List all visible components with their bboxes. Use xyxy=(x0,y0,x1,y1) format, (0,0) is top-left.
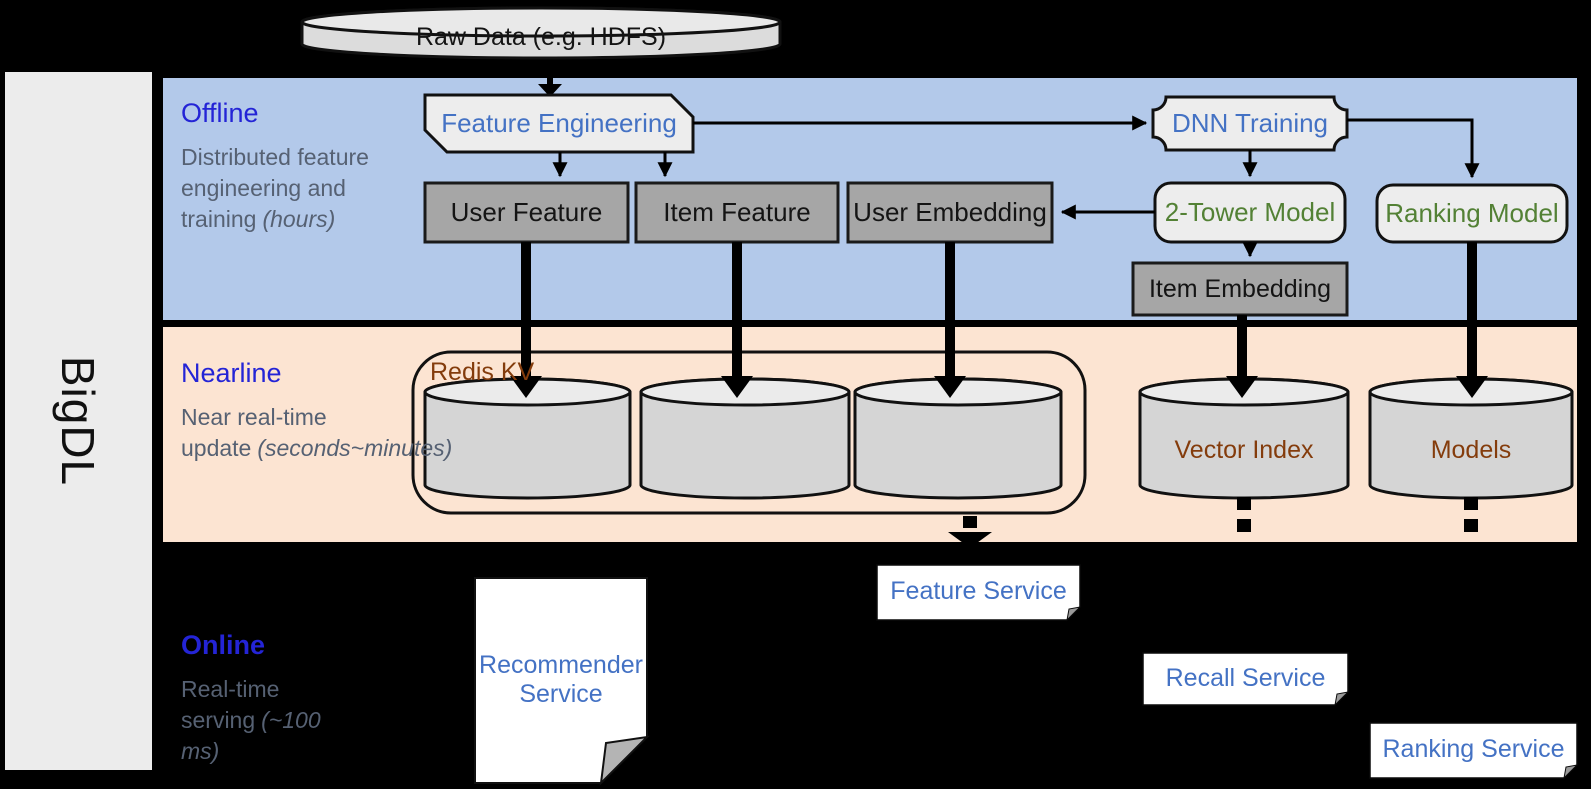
nearline-section-title: Nearline xyxy=(181,358,282,388)
nearline-time-note: (seconds~minutes) xyxy=(257,435,453,461)
offline-time-note: (hours) xyxy=(262,206,336,232)
nearline-description-text: Near real-time update xyxy=(181,404,327,461)
recommender-service-document xyxy=(474,577,650,786)
nearline-section-description: Near real-time update(seconds~minutes) xyxy=(181,402,452,464)
recommender-service-label: Recommender Service xyxy=(479,651,643,708)
raw-data-label: Raw Data (e.g. HDFS) xyxy=(415,22,667,51)
online-section-description: Real-time serving(~100 ms) xyxy=(181,674,321,767)
offline-section-description: Distributed feature engineering and trai… xyxy=(181,142,376,235)
offline-section-title: Offline xyxy=(181,98,259,128)
online-description-text: Real-time serving xyxy=(181,676,280,733)
feature-service-card xyxy=(876,564,1082,622)
raw-data-cylinder xyxy=(300,6,782,60)
online-section-title: Online xyxy=(181,630,266,660)
bigdl-sidebar: BigDL xyxy=(5,72,152,770)
feature-service-label: Feature Service xyxy=(890,577,1067,606)
recall-service-card xyxy=(1142,652,1350,707)
ranking-service-card xyxy=(1369,722,1579,780)
offline-description-text: Distributed feature engineering and trai… xyxy=(181,144,369,232)
bigdl-logo-text: BigDL xyxy=(52,355,105,487)
ranking-service-label: Ranking Service xyxy=(1382,735,1565,764)
recall-service-label: Recall Service xyxy=(1165,663,1326,692)
online-time-note: (~100 ms) xyxy=(181,707,321,764)
